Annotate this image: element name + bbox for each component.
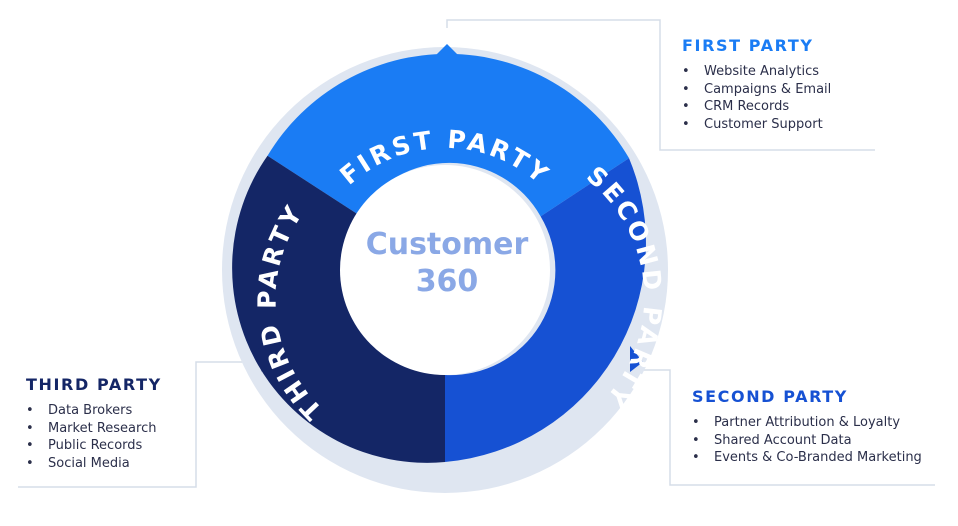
second-party-title: SECOND PARTY	[692, 387, 848, 406]
segment-third-party	[232, 155, 445, 463]
list-item: •Customer Support	[682, 116, 823, 132]
bullet-icon: •	[26, 420, 34, 436]
third-party-panel: THIRD PARTY •Data Brokers •Market Resear…	[26, 375, 162, 472]
bullet-icon: •	[26, 455, 34, 471]
connector-lines	[18, 19, 935, 488]
list-item: •Shared Account Data	[692, 432, 852, 448]
bullet-icon: •	[26, 438, 34, 453]
center-text-360: 360	[416, 264, 479, 299]
segment-second-party	[445, 158, 646, 462]
first-party-title: FIRST PARTY	[682, 36, 814, 55]
connector-first	[446, 19, 875, 151]
center-circle	[340, 165, 550, 375]
second-party-panel: SECOND PARTY •Partner Attribution & Loya…	[692, 387, 922, 467]
list-item: •Data Brokers	[26, 403, 133, 418]
first-party-panel: FIRST PARTY •Website Analytics •Campaign…	[682, 36, 831, 133]
segment-first-party	[267, 53, 629, 217]
list-item: •CRM Records	[682, 99, 790, 114]
bullet-icon: •	[692, 415, 700, 430]
bullet-icon: •	[682, 99, 690, 114]
third-party-pointer	[256, 342, 262, 372]
list-item: •Events & Co-Branded Marketing	[692, 450, 922, 465]
bullet-icon: •	[682, 81, 690, 97]
list-item: •Public Records	[26, 438, 143, 453]
center-text-customer: Customer	[366, 227, 529, 262]
bullet-icon: •	[682, 116, 690, 132]
third-party-list: •Data Brokers •Market Research •Public R…	[26, 402, 162, 472]
bullet-icon: •	[692, 450, 700, 465]
list-item: •Campaigns & Email	[682, 81, 832, 97]
first-party-pointer	[431, 44, 463, 60]
bullet-icon: •	[26, 403, 34, 418]
list-item: •Social Media	[26, 455, 130, 471]
second-party-pointer	[630, 346, 643, 372]
connector-second	[643, 369, 935, 486]
first-party-list: •Website Analytics •Campaigns & Email •C…	[682, 63, 831, 133]
bullet-icon: •	[692, 432, 700, 448]
list-item: •Website Analytics	[682, 64, 819, 79]
connector-third	[18, 361, 258, 488]
third-party-title: THIRD PARTY	[26, 375, 162, 394]
list-item: •Market Research	[26, 420, 157, 436]
bullet-icon: •	[682, 64, 690, 79]
second-party-list: •Partner Attribution & Loyalty •Shared A…	[692, 414, 922, 467]
list-item: •Partner Attribution & Loyalty	[692, 415, 901, 430]
